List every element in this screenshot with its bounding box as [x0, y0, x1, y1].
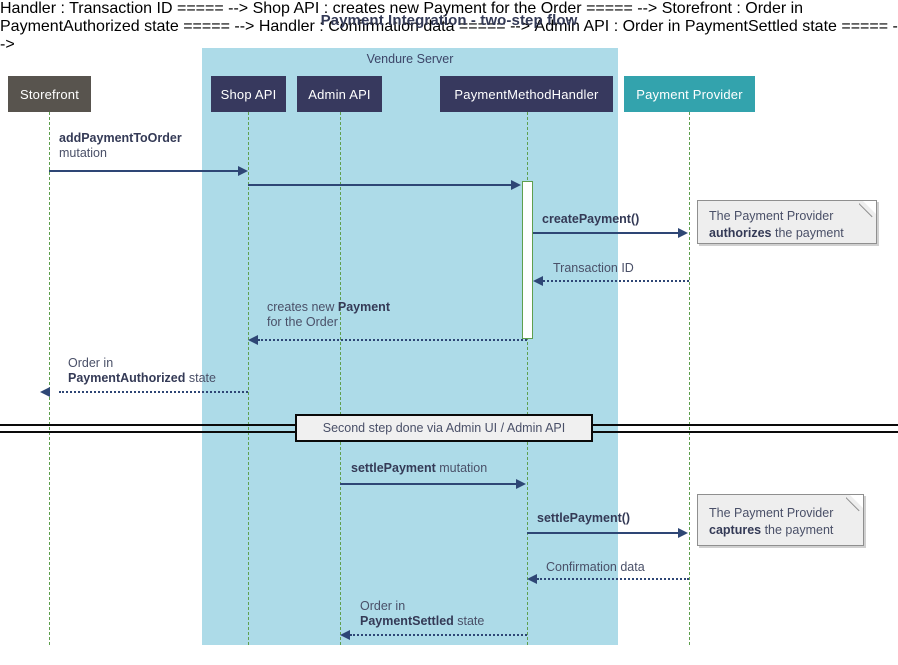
activation-bar-payment-method-handler	[522, 181, 533, 339]
divider-label-text: Second step done via Admin UI / Admin AP…	[322, 421, 566, 435]
participant-label-storefront: Storefront	[19, 86, 80, 102]
message-line-create-payment	[533, 232, 679, 234]
message-label-transaction-id: Transaction ID	[553, 261, 634, 276]
participant-shop-api[interactable]: Shop API	[211, 76, 286, 112]
participant-payment-method-handler[interactable]: PaymentMethodHandler	[440, 76, 613, 112]
message-label-order-settled-rest: state	[453, 614, 485, 628]
note-fold-edge-icon	[859, 200, 877, 218]
note-authorizes-line2-rest: the payment	[771, 226, 844, 240]
lifeline-storefront	[49, 112, 50, 645]
message-line-confirmation-data	[537, 578, 689, 580]
note-captures-line2-bold: captures	[709, 523, 762, 537]
message-label-settle-mutation-bold: settlePayment	[351, 461, 436, 475]
lifeline-shop-api	[248, 112, 249, 645]
message-label-order-settled-line1: Order in	[360, 599, 406, 613]
lifeline-payment-provider	[689, 112, 690, 645]
message-label-order-payment-settled: Order in PaymentSettled state	[360, 599, 484, 629]
message-label-confirmation-data-text: Confirmation data	[546, 560, 645, 574]
arrow-head-confirmation-data	[527, 574, 537, 584]
message-label-transaction-id-text: Transaction ID	[553, 261, 634, 275]
message-label-creates-new-payment-bold: Payment	[337, 300, 390, 314]
lifeline-admin-api	[340, 112, 341, 645]
message-label-confirmation-data: Confirmation data	[546, 560, 645, 575]
message-label-add-payment-to-order: addPaymentToOrder mutation	[59, 131, 182, 161]
note-captures-line2-rest: the payment	[761, 523, 834, 537]
arrow-head-add-payment-to-order	[238, 166, 248, 176]
group-label-vendure-server: Vendure Server	[366, 52, 454, 66]
message-line-creates-new-payment	[258, 339, 527, 341]
participant-label-payment-method-handler: PaymentMethodHandler	[454, 86, 599, 102]
message-label-settle-mutation-rest: mutation	[435, 461, 488, 475]
message-line-shop-api-to-handler	[248, 184, 512, 186]
divider-label: Second step done via Admin UI / Admin AP…	[295, 414, 593, 442]
message-label-creates-new-payment: creates new Payment for the Order	[267, 300, 390, 330]
lifeline-payment-method-handler	[527, 112, 528, 645]
arrow-head-create-payment	[678, 228, 688, 238]
participant-label-shop-api: Shop API	[220, 86, 277, 102]
message-line-settle-payment-mutation	[340, 483, 517, 485]
message-label-line1-bold: addPaymentToOrder	[59, 131, 182, 145]
message-label-order-authorized-bold: PaymentAuthorized	[68, 371, 186, 385]
note-authorizes-line1: The Payment Provider	[709, 209, 834, 223]
arrow-head-transaction-id	[533, 276, 543, 286]
participant-payment-provider[interactable]: Payment Provider	[624, 76, 755, 112]
group-box-vendure-server	[202, 48, 618, 645]
message-line-order-payment-settled	[350, 634, 527, 636]
message-label-order-authorized-rest: state	[185, 371, 216, 385]
participant-storefront[interactable]: Storefront	[8, 76, 91, 112]
message-line-settle-payment-call	[527, 532, 679, 534]
message-label-creates-new-payment-line2: for the Order	[267, 315, 338, 329]
message-label-settle-call-bold: settlePayment()	[537, 511, 631, 525]
note-fold-edge-icon-2	[846, 494, 864, 512]
message-line-add-payment-to-order	[49, 170, 239, 172]
message-label-order-authorized-line1: Order in	[68, 356, 114, 370]
message-label-order-payment-authorized: Order in PaymentAuthorized state	[68, 356, 216, 386]
note-authorizes-line2-bold: authorizes	[709, 226, 772, 240]
note-captures-line1: The Payment Provider	[709, 506, 834, 520]
page-title: Payment Integration - two-step flow	[320, 12, 578, 29]
participant-label-payment-provider: Payment Provider	[636, 86, 743, 102]
arrow-head-shop-api-to-handler	[511, 180, 521, 190]
message-label-settle-payment-call: settlePayment()	[537, 511, 630, 526]
arrow-head-order-payment-authorized	[40, 387, 50, 397]
arrow-head-order-payment-settled	[340, 630, 350, 640]
participant-label-admin-api: Admin API	[308, 86, 371, 102]
note-authorizes: The Payment Provider authorizes the paym…	[697, 200, 877, 244]
message-line-transaction-id	[543, 280, 689, 282]
message-label-create-payment-bold: createPayment()	[542, 212, 640, 226]
arrow-head-settle-payment-call	[678, 528, 688, 538]
message-label-creates-new-payment-rest: creates new	[267, 300, 338, 314]
message-line-order-payment-authorized	[59, 391, 248, 393]
arrow-head-creates-new-payment	[248, 335, 258, 345]
participant-admin-api[interactable]: Admin API	[297, 76, 382, 112]
message-label-settle-payment-mutation: settlePayment mutation	[351, 461, 487, 476]
message-label-line2: mutation	[59, 146, 107, 160]
note-captures: The Payment Provider captures the paymen…	[697, 494, 864, 546]
message-label-order-settled-bold: PaymentSettled	[360, 614, 454, 628]
message-label-create-payment: createPayment()	[542, 212, 639, 227]
arrow-head-settle-payment-mutation	[516, 479, 526, 489]
